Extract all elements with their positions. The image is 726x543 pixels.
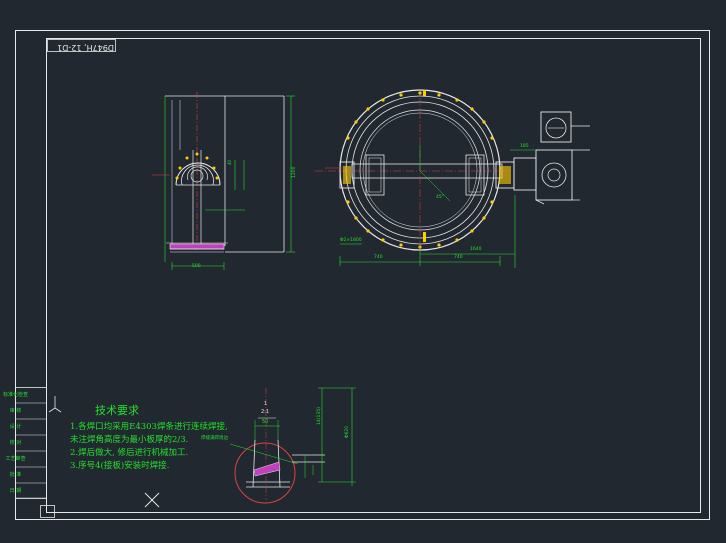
title-block-cell: 标准化检查 (2, 392, 28, 398)
front-label-bottom: Φ2×1800 (340, 238, 362, 243)
front-dim-right-top: 185 (520, 144, 529, 149)
notes-item: 3.序号4(接板)安装时焊接. (70, 461, 170, 471)
detail-view (229, 387, 356, 504)
front-dim-left: 740 (374, 255, 383, 260)
title-block-cell: 日 期 (9, 488, 22, 494)
notes-title: 技术要求 (95, 404, 139, 417)
detail-dim-right2: Φ620 (345, 425, 350, 438)
front-dim-right: 740 (454, 255, 463, 260)
notes-item: 未注焊角高度为最小板厚的2/3. (70, 435, 189, 445)
title-block (15, 387, 62, 518)
detail-scale-bottom: 2:1 (261, 409, 270, 415)
detail-dim-right1: 14(135) (317, 407, 322, 425)
front-dim-far-right: 1640 (470, 247, 482, 252)
side-dim-bottom: 500 (192, 264, 201, 269)
crosshair-cursor-icon (144, 492, 160, 508)
side-dim-small: 40 (227, 159, 232, 165)
detail-dim-top: 50 (262, 419, 269, 425)
inner-frame (46, 38, 701, 513)
title-block-cell: 审 核 (9, 408, 22, 414)
title-block-cell: 批 准 (9, 472, 22, 478)
notes-item: 2.焊后做大, 修后进行机械加工. (70, 448, 189, 458)
detail-scale-top: 1 (264, 401, 268, 407)
detail-weld-label: 焊缝满焊周边 (201, 436, 228, 441)
front-view (315, 89, 590, 268)
title-block-cell: 设 计 (9, 424, 22, 430)
side-dim-right: 1200 (292, 166, 297, 178)
title-block-cell: 校 对 (9, 440, 22, 446)
drawing-code-label: D947H, 12-D1 (57, 43, 114, 52)
drawing-code-box (47, 39, 116, 52)
notes-item: 1.各焊口均采用E4303焊条进行连续焊接, (70, 422, 228, 432)
bolt-holes (346, 90, 494, 249)
side-view (152, 92, 295, 270)
front-dim-angle: 45° (436, 195, 444, 200)
outer-frame (15, 30, 710, 520)
title-block-cell: 工艺审查 (5, 456, 26, 462)
